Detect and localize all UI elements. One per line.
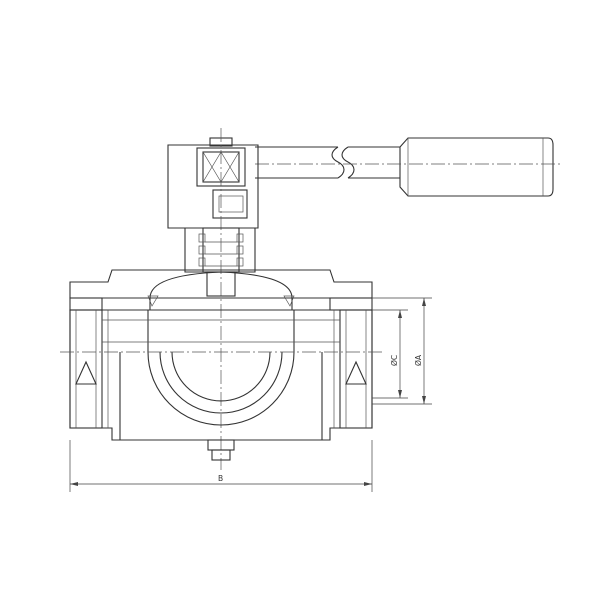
stem-tang — [206, 271, 236, 297]
seat-lines — [147, 310, 295, 352]
handle-hub — [167, 128, 259, 470]
dimensions: B ØC ØA — [69, 297, 432, 492]
nut-cross-lines — [202, 151, 240, 183]
seat-seal-right — [283, 295, 295, 307]
stem-seal-1-left — [198, 233, 206, 243]
left-port-marker — [75, 360, 97, 385]
right-end-thread-top — [329, 297, 373, 311]
ball-bore-outer — [159, 351, 283, 414]
neck-section — [184, 227, 256, 273]
dimension-b-label: B — [218, 474, 223, 483]
bore-lines — [102, 319, 340, 343]
stem-seal-2-left — [198, 245, 206, 255]
ball-bore-inner — [171, 351, 271, 402]
right-port — [339, 309, 373, 429]
stem-seal-3-right — [236, 257, 244, 267]
lever-break-left — [331, 146, 345, 179]
stem-seal-1-right — [236, 233, 244, 243]
lever-grip — [399, 137, 554, 197]
left-port — [69, 309, 103, 429]
dimension-c-label: ØC — [390, 355, 399, 366]
ball-lower-outline — [147, 351, 295, 426]
lever-shaft-outer — [348, 146, 400, 179]
dimension-a-lines — [372, 297, 432, 405]
right-port-marker — [345, 360, 367, 385]
hub-section — [167, 144, 259, 229]
dimension-a-label: ØA — [414, 354, 423, 366]
lever-break-right — [341, 146, 355, 179]
lever-shaft — [255, 146, 338, 179]
body-neck-lines — [107, 310, 335, 428]
body-top-flange — [69, 269, 373, 299]
stem-grooves — [205, 241, 237, 267]
left-end-thread-top — [69, 297, 103, 311]
drain-plug — [211, 449, 231, 461]
dimension-b-lines — [69, 440, 373, 492]
stem-seal-3-left — [198, 257, 206, 267]
port-threads — [75, 310, 367, 428]
bonnet-neck — [184, 227, 256, 273]
valve-body-lower — [60, 309, 382, 461]
set-screw-thread — [218, 195, 244, 213]
stem-seal-2-right — [236, 245, 244, 255]
handle-assembly — [255, 137, 560, 197]
set-screw — [212, 189, 248, 219]
dimension-c-lines — [372, 309, 408, 399]
seat-seal-left — [147, 295, 159, 307]
body-center-walls — [119, 352, 323, 440]
